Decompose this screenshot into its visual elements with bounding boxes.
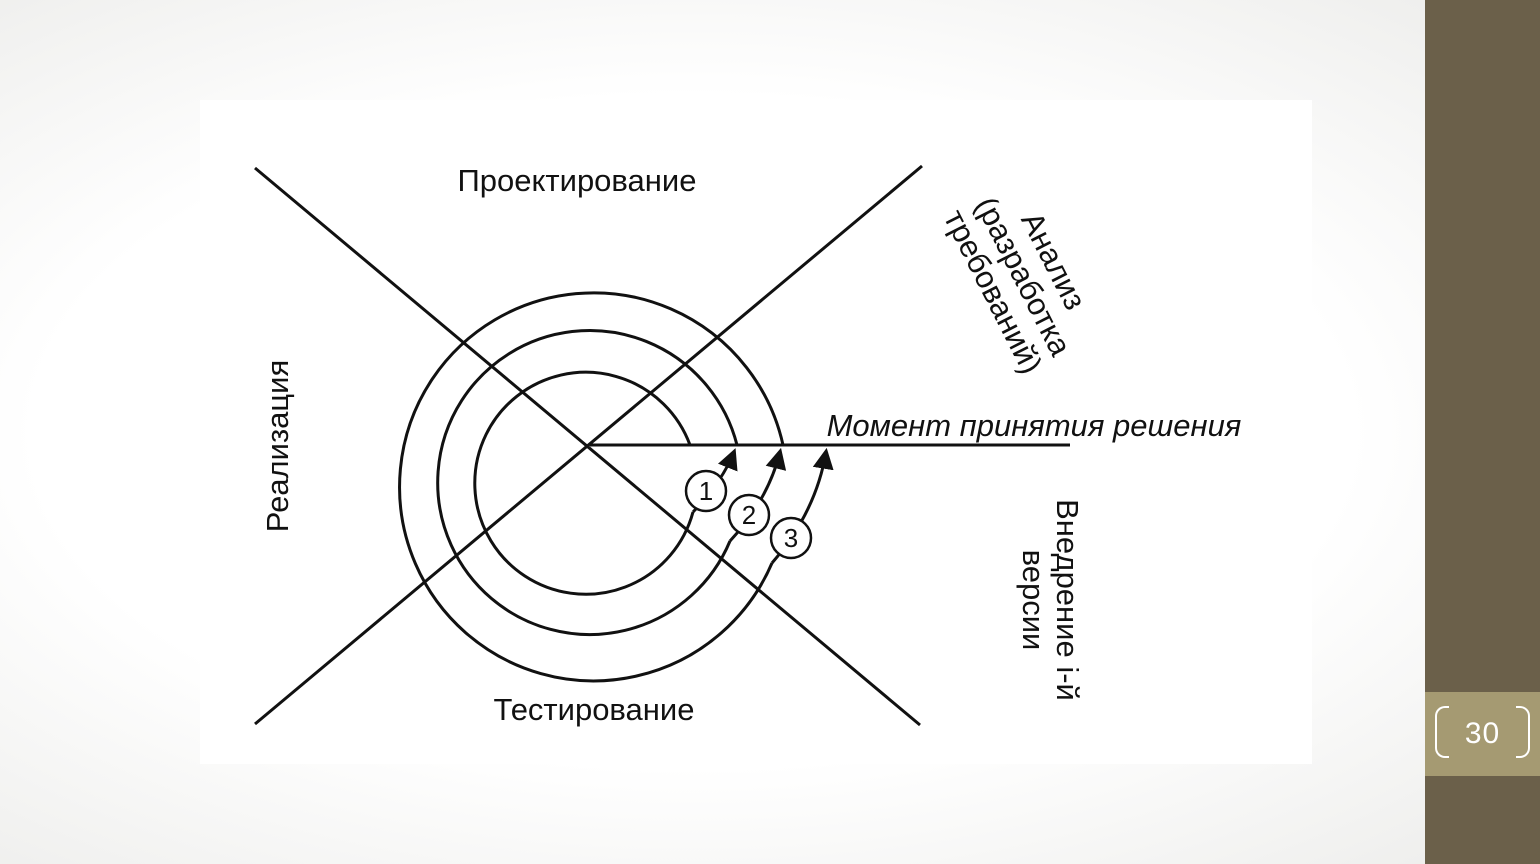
label-implementation: Реализация	[260, 360, 295, 533]
page-bracket-left-icon	[1435, 706, 1449, 758]
iteration-marker-1: 1	[684, 469, 728, 513]
label-deployment-line-2: версии	[1016, 550, 1051, 651]
label-decision: Момент принятия решения	[827, 408, 1242, 443]
page-bracket-right-icon	[1516, 706, 1530, 758]
iteration-marker-2: 2	[727, 493, 771, 537]
spiral-ring-1	[473, 370, 695, 596]
spiral-ring-2	[436, 329, 739, 636]
iteration-number-3: 3	[784, 523, 798, 553]
label-deployment-line-1: Внедрение i-й	[1050, 499, 1085, 701]
iteration-number-1: 1	[699, 476, 713, 506]
label-analysis: Анализ (разработка требований)	[937, 191, 1093, 379]
label-testing: Тестирование	[494, 692, 695, 727]
slide-sidebar: 30	[1425, 0, 1540, 864]
label-design: Проектирование	[458, 163, 697, 198]
iteration-marker-3: 3	[769, 516, 813, 560]
iteration-number-2: 2	[742, 500, 756, 530]
spiral-ring-3	[398, 291, 785, 683]
axis-diagonal-2	[254, 164, 923, 726]
page-number: 30	[1464, 717, 1501, 750]
diagram-panel	[200, 100, 1312, 764]
spiral-model-diagram: 1 2 3 Проектирование Тестирование Реализ…	[254, 163, 1242, 727]
slide: 1 2 3 Проектирование Тестирование Реализ…	[200, 100, 1312, 764]
label-deployment: Внедрение i-й версии	[1016, 499, 1085, 701]
